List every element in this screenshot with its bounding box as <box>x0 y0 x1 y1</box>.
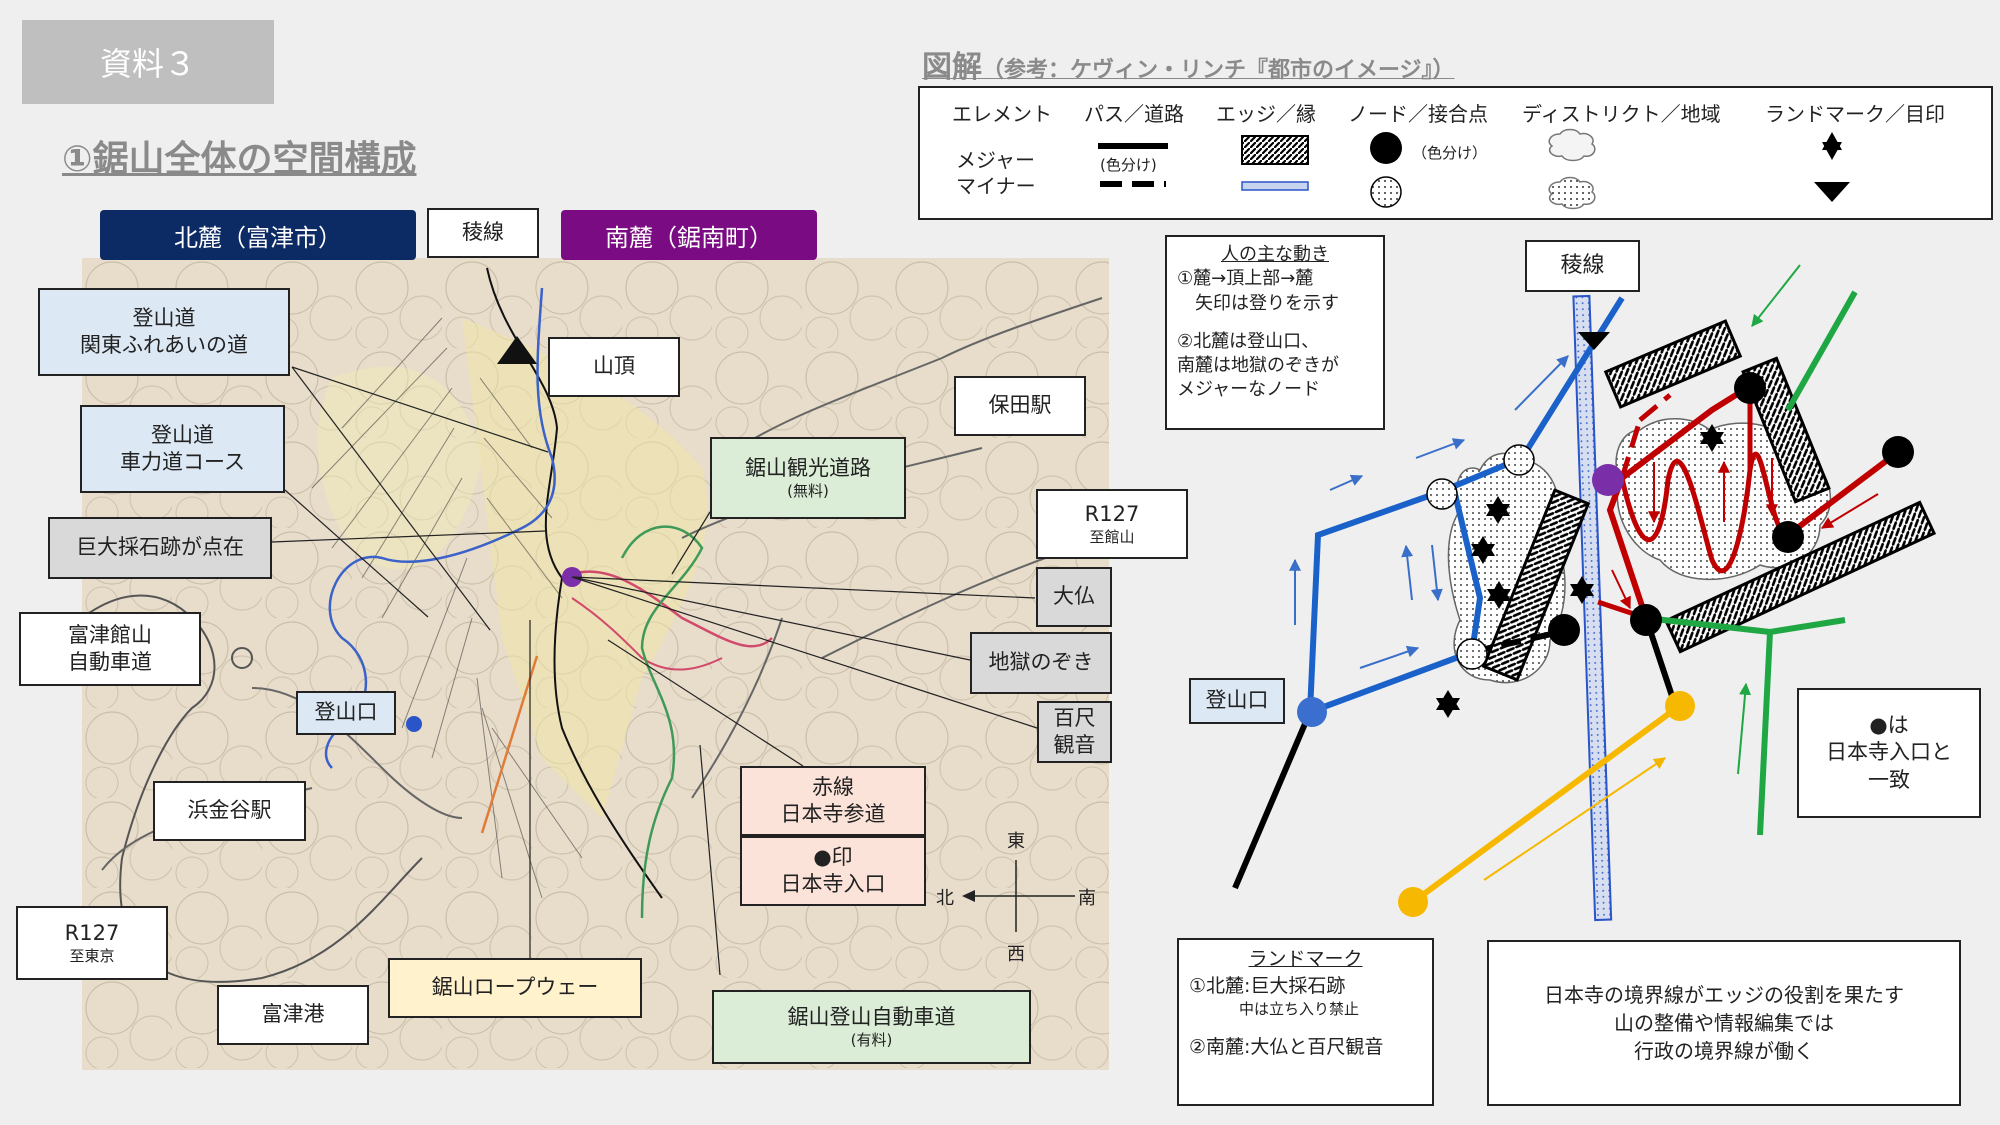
legend-col-path: パス／道路 <box>1084 102 1184 126</box>
legend-col-district: ディストリクト／地域 <box>1522 102 1721 126</box>
label-tourist-road: 鋸山観光道路 (無料) <box>710 437 906 519</box>
label-daibutsu: 大仏 <box>1036 567 1112 627</box>
dot-note-l3: 一致 <box>1868 767 1910 792</box>
label-r127s-l1: R127 <box>1084 501 1140 526</box>
diagram-trailhead-label: 登山口 <box>1189 678 1285 724</box>
landmark-line-2: 中は立ち入り禁止 <box>1239 1000 1360 1019</box>
ridge-label: 稜線 <box>427 208 539 258</box>
label-red-l2: 日本寺参道 <box>780 802 886 826</box>
label-futtsu-port: 富津港 <box>217 985 369 1045</box>
legend-node-color-note: （色分け） <box>1412 144 1488 162</box>
label-hota-station: 保田駅 <box>954 376 1086 436</box>
label-hyakushaku-l2: 観音 <box>1053 733 1096 757</box>
edge-note-l2: 山の整備や情報編集では <box>1614 1011 1834 1035</box>
movement-note: 人の主な動き ①麓→頂上部→麓 矢印は登りを示す ②北麓は登山口、 南麓は地獄の… <box>1165 235 1385 430</box>
label-futtsu-l2: 自動車道 <box>68 650 152 674</box>
label-r127n-l1: R127 <box>64 920 120 945</box>
legend-symbols <box>1098 128 1850 210</box>
label-red-line: 赤線 日本寺参道 <box>740 766 926 836</box>
label-trail-sharikido: 登山道 車力道コース <box>80 405 285 493</box>
legend-title-ref: （参考：ケヴィン・リンチ『都市のイメージ』） <box>982 58 1455 83</box>
edge-note-l1: 日本寺の境界線がエッジの役割を果たす <box>1544 983 1904 1007</box>
label-dot-l1: ●印 <box>813 844 853 869</box>
compass-south: 南 <box>1078 888 1096 909</box>
legend-title: 図解（参考：ケヴィン・リンチ『都市のイメージ』） <box>922 42 1455 86</box>
label-hyakushaku-kannon: 百尺 観音 <box>1037 701 1112 763</box>
legend-col-edge: エッジ／縁 <box>1216 102 1316 126</box>
label-trailhead: 登山口 <box>296 691 396 735</box>
legend-row-major: メジャー <box>956 148 1035 172</box>
landmark-line-3: ②南麓:大仏と百尺観音 <box>1189 1036 1384 1059</box>
compass-north: 北 <box>936 888 954 909</box>
legend-title-main: 図解 <box>922 50 982 85</box>
label-trail-sharikido-l2: 車力道コース <box>120 450 245 474</box>
label-dot-l2: 日本寺入口 <box>780 872 886 896</box>
label-futtsu-l1: 富津館山 <box>68 622 152 647</box>
label-trail-kanto-l2: 関東ふれあいの道 <box>80 333 248 357</box>
landmark-note: ランドマーク ①北麓:巨大採石跡 中は立ち入り禁止 ②南麓:大仏と百尺観音 <box>1177 938 1434 1106</box>
label-r127n-l2: 至東京 <box>69 946 115 965</box>
south-foot-label: 南麓（鋸南町） <box>561 210 817 260</box>
document-badge: 資料３ <box>22 20 274 104</box>
dot-note: ●は 日本寺入口と 一致 <box>1797 688 1981 818</box>
movement-line-2: 矢印は登りを示す <box>1177 292 1339 314</box>
legend-row-minor: マイナー <box>956 174 1036 198</box>
section-title: ①鋸山全体の空間構成 <box>62 139 417 180</box>
legend-path-color-note: (色分け) <box>1100 156 1157 174</box>
legend-box: エレメント パス／道路 エッジ／縁 ノード／接合点 ディストリクト／地域 ランド… <box>918 86 1993 220</box>
legend-col-node: ノード／接合点 <box>1348 102 1488 126</box>
label-trail-sharikido-l1: 登山道 <box>151 422 214 447</box>
movement-line-6: メジャーなノード <box>1177 379 1321 401</box>
north-foot-label: 北麓（富津市） <box>100 210 416 260</box>
diagram-ridge-label: 稜線 <box>1525 240 1640 292</box>
edge-note-l3: 行政の境界線が働く <box>1634 1039 1814 1063</box>
compass-east: 東 <box>1007 831 1025 852</box>
dot-note-l2: 日本寺入口と <box>1826 740 1952 765</box>
legend-col-element: エレメント <box>952 102 1052 126</box>
label-r127s-l2: 至館山 <box>1089 527 1135 546</box>
label-ropeway: 鋸山ロープウェー <box>388 958 642 1018</box>
edge-note: 日本寺の境界線がエッジの役割を果たす 山の整備や情報編集では 行政の境界線が働く <box>1487 940 1961 1106</box>
movement-title: 人の主な動き <box>1221 244 1329 265</box>
label-hamakanaya-station: 浜金谷駅 <box>153 781 306 841</box>
label-futtsu-expressway: 富津館山 自動車道 <box>19 612 201 686</box>
dot-note-l1: ●は <box>1869 713 1909 738</box>
compass-west: 西 <box>1007 944 1025 965</box>
label-summit: 山頂 <box>548 337 680 397</box>
label-climb-road: 鋸山登山自動車道 (有料) <box>712 990 1031 1064</box>
label-tourist-l1: 鋸山観光道路 <box>745 455 871 480</box>
label-dot-entrance: ●印 日本寺入口 <box>740 836 926 906</box>
label-hyakushaku-l1: 百尺 <box>1053 705 1096 730</box>
movement-line-5: 南麓は地獄のぞきが <box>1177 355 1339 377</box>
movement-line-4: ②北麓は登山口、 <box>1177 330 1320 352</box>
landmark-title: ランドマーク <box>1248 948 1363 970</box>
label-climb-l2: (有料) <box>850 1030 893 1049</box>
label-trail-kanto: 登山道 関東ふれあいの道 <box>38 288 290 376</box>
label-tourist-l2: (無料) <box>787 481 829 500</box>
label-r127-north: R127 至東京 <box>16 906 168 980</box>
label-trail-kanto-l1: 登山道 <box>132 305 196 330</box>
label-r127-south: R127 至館山 <box>1036 489 1188 559</box>
label-climb-l1: 鋸山登山自動車道 <box>787 1004 956 1029</box>
label-quarry: 巨大採石跡が点在 <box>48 517 272 579</box>
label-red-l1: 赤線 <box>812 774 854 799</box>
movement-line-1: ①麓→頂上部→麓 <box>1177 268 1314 290</box>
legend-col-landmark: ランドマーク／目印 <box>1765 102 1945 126</box>
landmark-line-1: ①北麓:巨大採石跡 <box>1189 974 1346 997</box>
label-jigoku-nozoki: 地獄のぞき <box>970 632 1112 694</box>
